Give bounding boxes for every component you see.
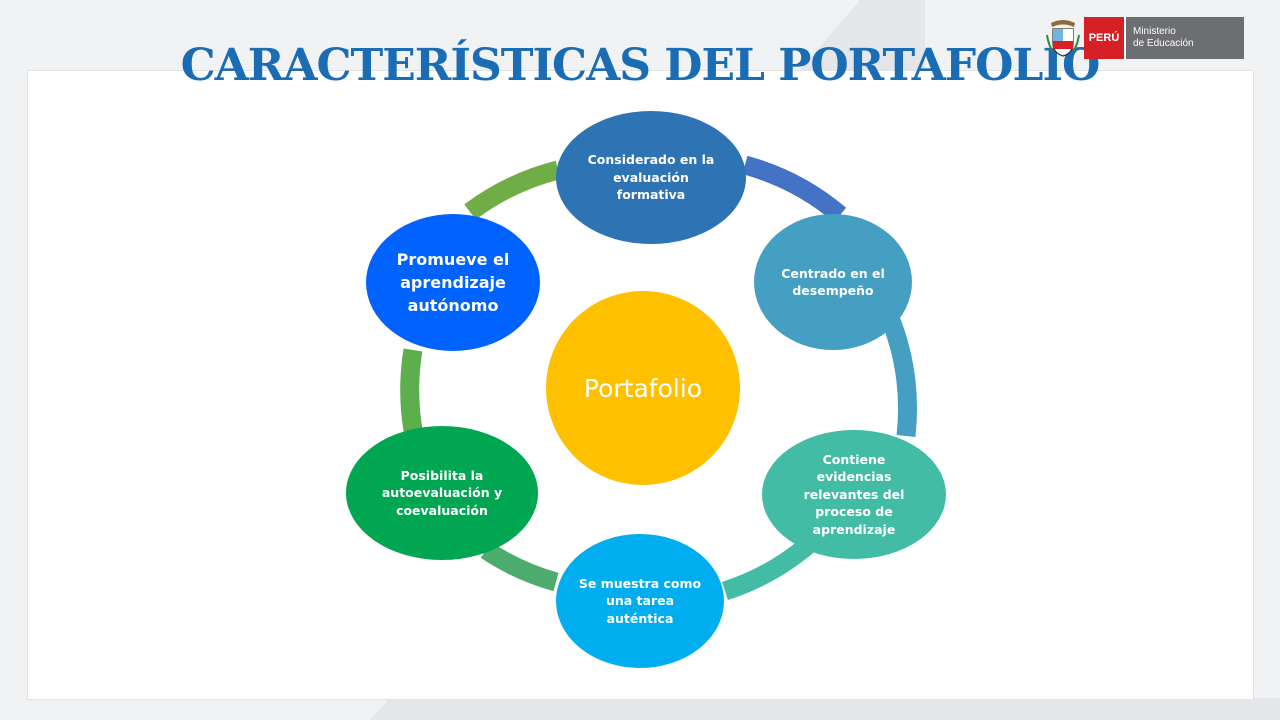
node-desempeno: Centrado en el desempeño bbox=[754, 214, 912, 350]
ring-segment bbox=[480, 541, 559, 592]
node-label: Centrado en el desempeño bbox=[781, 265, 885, 299]
ministry-logo: PERÚ Ministerio de Educación bbox=[1045, 17, 1244, 59]
ministry-line-1: Ministerio bbox=[1133, 26, 1176, 37]
ministry-line-2: de Educación bbox=[1133, 38, 1194, 49]
node-tarea-autentica: Se muestra como una tarea auténtica bbox=[556, 534, 724, 668]
node-evaluacion-formativa: Considerado en la evaluación formativa bbox=[556, 111, 746, 244]
node-label: Se muestra como una tarea auténtica bbox=[578, 575, 702, 626]
node-label: Posibilita la autoevaluación y coevaluac… bbox=[381, 467, 503, 518]
coat-of-arms-icon bbox=[1046, 20, 1080, 57]
ministry-label: Ministerio de Educación bbox=[1124, 17, 1244, 59]
node-label: Promueve el aprendizaje autónomo bbox=[396, 250, 510, 315]
peru-label: PERÚ bbox=[1084, 17, 1124, 59]
node-aprendizaje-autonomo: Promueve el aprendizaje autónomo bbox=[366, 214, 540, 351]
slide-title: CARACTERÍSTICAS DEL PORTAFOLIO bbox=[180, 40, 1101, 91]
ring-segment bbox=[464, 160, 561, 220]
ring-segment bbox=[742, 155, 847, 223]
ring-segment bbox=[721, 537, 815, 601]
center-node-portafolio: Portafolio bbox=[546, 291, 740, 485]
node-evidencias: Contiene evidencias relevantes del proce… bbox=[762, 430, 946, 559]
ring-segment bbox=[881, 314, 917, 438]
node-label: Considerado en la evaluación formativa bbox=[587, 152, 715, 203]
center-node-label: Portafolio bbox=[583, 373, 703, 403]
node-autoevaluacion: Posibilita la autoevaluación y coevaluac… bbox=[346, 426, 538, 560]
ring-segment bbox=[400, 348, 423, 432]
node-label: Contiene evidencias relevantes del proce… bbox=[803, 451, 905, 537]
